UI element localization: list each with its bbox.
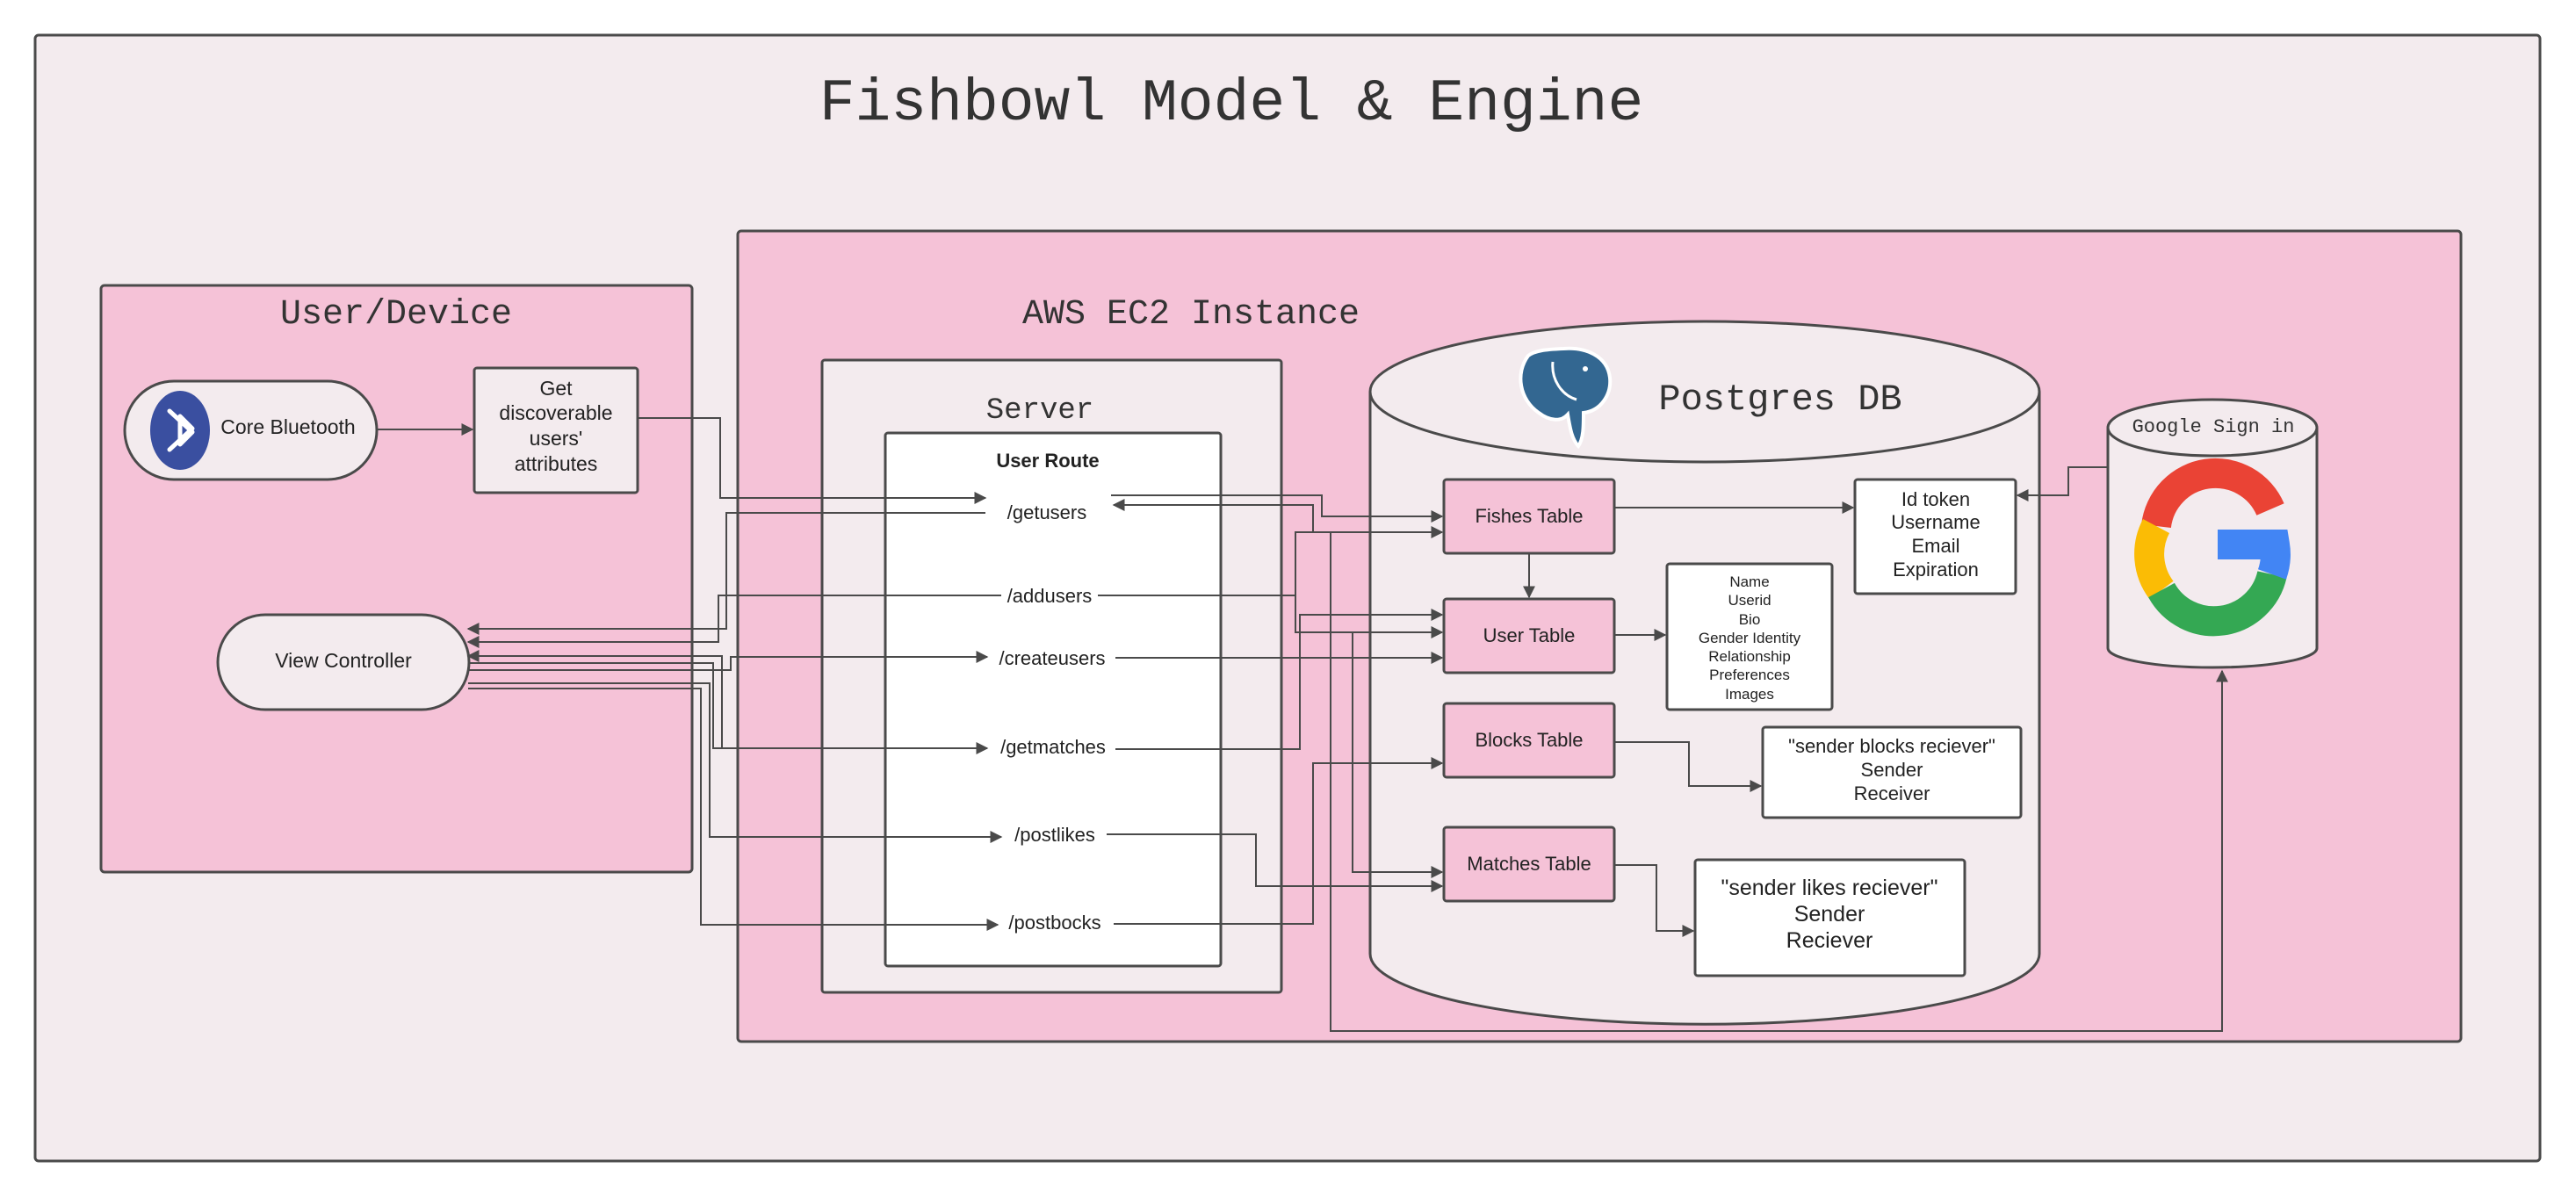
route-postbocks: /postbocks: [1008, 912, 1100, 934]
blocks-table-node: [1442, 702, 1616, 779]
viewcontroller-to-createusers-arrow: [468, 651, 989, 671]
attributes-to-getusers-arrow: [638, 417, 987, 504]
fishes-table-label: Fishes Table: [1475, 505, 1583, 527]
blocks-field-receiver: Receiver: [1854, 782, 1930, 804]
postlikes-to-matches-arrow: [1107, 833, 1444, 892]
route-postlikes: /postlikes: [1014, 824, 1095, 846]
fishes-field-username: Username: [1891, 511, 1980, 533]
route-createusers: /createusers: [999, 647, 1105, 669]
matches-fields-box: [1693, 858, 1966, 977]
view-controller-label: View Controller: [275, 649, 412, 672]
get-attributes-line-3: users': [530, 427, 583, 450]
server-label: Server: [986, 394, 1093, 428]
matches-field-sender: Sender: [1794, 902, 1865, 927]
bluetooth-icon: [150, 391, 210, 470]
matches-table-label: Matches Table: [1467, 853, 1591, 875]
user-field-name: Name: [1729, 573, 1769, 590]
user-field-images: Images: [1725, 686, 1774, 703]
addusers-to-viewcontroller-arrow: [466, 595, 1001, 648]
user-device-label: User/Device: [280, 295, 512, 335]
getmatches-to-user-arrow: [1115, 609, 1444, 750]
user-route-panel: [884, 431, 1223, 968]
route-list: /getusers /addusers /createusers /getmat…: [999, 501, 1105, 934]
server-to-google-arrow: [1313, 531, 2228, 1032]
getusers-to-fishes-arrow: [1111, 494, 1444, 523]
user-field-userid: Userid: [1728, 592, 1771, 609]
aws-ec2-label: AWS EC2 Instance: [1022, 295, 1360, 335]
google-g-logo-icon: [2134, 458, 2291, 637]
postbocks-to-blocks-arrow: [1114, 757, 1444, 925]
route-getmatches: /getmatches: [1000, 736, 1106, 758]
addusers-to-user-arrow: [1295, 595, 1444, 638]
blocks-to-fields-arrow: [1614, 741, 1763, 792]
user-field-relationship: Relationship: [1708, 648, 1791, 665]
get-attributes-line-1: Get: [539, 377, 573, 400]
blocks-field-sender: Sender: [1861, 759, 1923, 781]
postgres-elephant-icon: [1519, 346, 1613, 450]
get-attributes-line-2: discoverable: [499, 401, 612, 424]
get-attributes-text: Get discoverable users' attributes: [499, 377, 612, 475]
matches-field-reciever: Reciever: [1786, 928, 1873, 953]
core-bluetooth-label: Core Bluetooth: [220, 415, 355, 438]
route-addusers: /addusers: [1007, 585, 1093, 607]
postgres-db-label: Postgres DB: [1658, 379, 1901, 421]
user-field-bio: Bio: [1739, 611, 1761, 628]
matches-field-relation: "sender likes reciever": [1721, 876, 1937, 900]
google-to-fishes-fields-arrow: [2016, 466, 2108, 501]
route-getusers: /getusers: [1007, 501, 1087, 523]
blocks-fields-box: [1761, 725, 2023, 819]
get-attributes-node: [473, 366, 639, 494]
getusers-to-viewcontroller-arrow: [466, 512, 985, 635]
fishes-field-expiration: Expiration: [1893, 559, 1979, 580]
fishes-fields-box: [1853, 478, 2017, 595]
blocks-field-relation: "sender blocks reciever": [1788, 735, 1995, 757]
user-table-label: User Table: [1483, 624, 1576, 646]
blocks-table-label: Blocks Table: [1475, 729, 1583, 751]
addusers-to-fishes-arrow: [1098, 526, 1444, 596]
user-fields-box: [1665, 562, 1834, 711]
google-sign-in-label: Google Sign in: [2132, 416, 2295, 438]
user-field-preferences: Preferences: [1709, 667, 1790, 683]
user-route-title: User Route: [996, 450, 1099, 472]
connectors: [377, 417, 2228, 1032]
get-attributes-line-4: attributes: [515, 452, 598, 475]
fishes-field-email: Email: [1911, 535, 1959, 557]
viewcontroller-to-postbocks-arrow: [468, 688, 999, 931]
fishes-field-id-token: Id token: [1901, 488, 1970, 510]
viewcontroller-to-getmatches-arrow: [468, 662, 989, 754]
user-field-gender-identity: Gender Identity: [1699, 630, 1801, 646]
viewcontroller-to-postlikes-arrow: [468, 682, 1003, 843]
matches-to-fields-arrow: [1614, 864, 1695, 937]
diagram-title: Fishbowl Model & Engine: [819, 70, 1644, 138]
